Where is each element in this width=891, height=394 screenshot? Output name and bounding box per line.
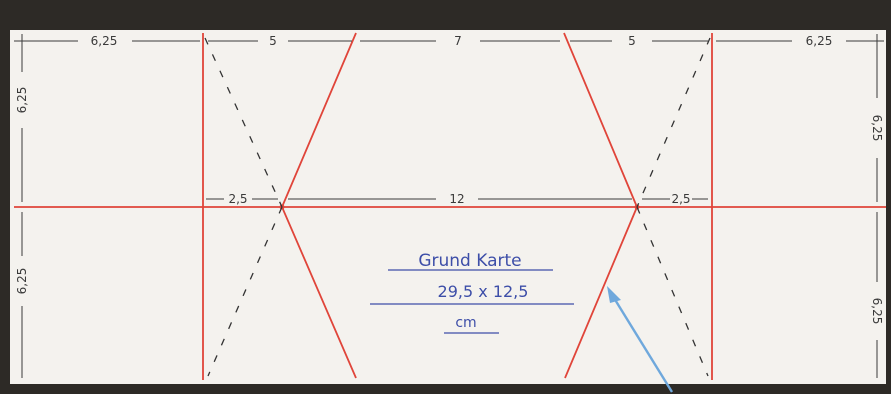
note-size: 29,5 x 12,5 bbox=[438, 282, 529, 301]
dim-top-left-edge: 6,25 bbox=[91, 34, 118, 48]
dim-top-center: 7 bbox=[454, 34, 462, 48]
dim-middle-right-small: 2,5 bbox=[671, 192, 690, 206]
dim-side-right-top: 6,25 bbox=[870, 115, 884, 142]
arrow-icon bbox=[607, 286, 674, 393]
note-title: Grund Karte bbox=[418, 251, 521, 271]
dim-middle-center: 12 bbox=[449, 192, 464, 206]
fold-right-lower bbox=[636, 206, 709, 377]
dim-top-right-edge: 6,25 bbox=[806, 34, 833, 48]
dim-top-right-panel: 5 bbox=[628, 34, 636, 48]
dim-top-left-panel: 5 bbox=[269, 34, 277, 48]
dim-side-left-bottom: 6,25 bbox=[15, 268, 29, 295]
dimension-lines bbox=[14, 34, 884, 378]
fold-left-lower bbox=[207, 206, 283, 377]
dim-middle-left-small: 2,5 bbox=[228, 192, 247, 206]
fold-lines bbox=[204, 37, 711, 377]
fold-right-upper bbox=[636, 37, 711, 208]
note-unit: cm bbox=[455, 315, 476, 331]
dim-side-left-top: 6,25 bbox=[15, 87, 29, 114]
dim-side-right-bottom: 6,25 bbox=[870, 298, 884, 325]
fold-left-upper bbox=[204, 37, 283, 208]
